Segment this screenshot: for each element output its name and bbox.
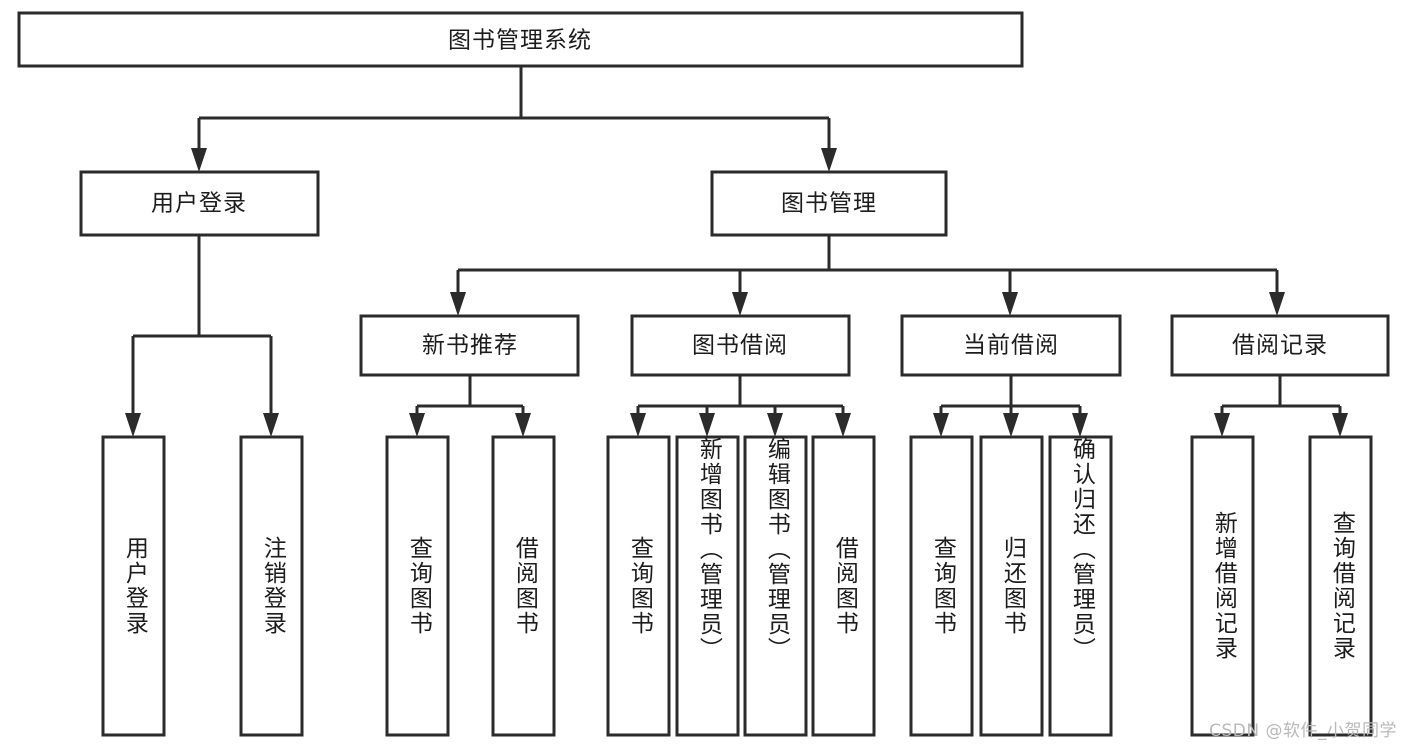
leaf-box-book-borrow-1[interactable] [675, 435, 740, 737]
node-book-manage[interactable]: 图书管理 [710, 170, 948, 237]
connector-current-borrow-to-leaves [933, 375, 1088, 437]
node-root-box[interactable] [17, 11, 1024, 68]
leaf-box-book-borrow-3[interactable] [811, 435, 876, 737]
leaf-box-current-borrow-0[interactable] [909, 435, 974, 737]
arrow-head-book-borrow-leaf-3 [835, 413, 851, 437]
arrow-head-book-borrow-leaf-1 [699, 413, 715, 437]
csdn-watermark: CSDN @软件_小贺同学 [1209, 721, 1397, 741]
leaf-box-current-borrow-1[interactable] [979, 435, 1044, 737]
node-user-login-label: 用户登录 [151, 191, 247, 217]
connector-new-book-to-leaves [409, 375, 531, 437]
arrow-head-borrow-record-leaf-1 [1332, 413, 1348, 437]
leaf-box-new-book-0[interactable] [385, 435, 450, 737]
leaf-box-new-book-1[interactable] [491, 435, 556, 737]
node-book-borrow[interactable]: 图书借阅 [630, 314, 851, 377]
connector-book-borrow-to-leaves [630, 375, 851, 437]
node-current-borrow-label: 当前借阅 [963, 333, 1059, 359]
node-new-book-recommend-label: 新书推荐 [422, 333, 518, 359]
arrow-head-borrow-record-leaf-0 [1214, 413, 1230, 437]
arrow-head-book-borrow-leaf-0 [630, 413, 646, 437]
node-current-borrow[interactable]: 当前借阅 [900, 314, 1122, 377]
arrow-head-new-book-leaf-1 [515, 413, 531, 437]
node-book-borrow-label: 图书借阅 [692, 333, 788, 359]
node-new-book-recommend-box[interactable] [359, 314, 580, 377]
arrow-head-new-book [450, 292, 466, 316]
node-book-manage-label: 图书管理 [781, 191, 877, 217]
node-book-borrow-box[interactable] [630, 314, 851, 377]
leaf-box-user-login-0[interactable] [101, 435, 166, 737]
arrow-head-current-borrow [1002, 292, 1018, 316]
connector-user-login-to-leaves [125, 235, 279, 437]
node-user-login-box[interactable] [79, 170, 320, 237]
leaf-box-borrow-record-0[interactable] [1190, 435, 1255, 737]
arrow-head-current-borrow-leaf-1 [1003, 413, 1019, 437]
arrow-head-book-borrow [732, 292, 748, 316]
arrow-head-new-book-leaf-0 [409, 413, 425, 437]
leaf-box-current-borrow-2[interactable] [1048, 435, 1113, 737]
node-current-borrow-box[interactable] [900, 314, 1122, 377]
leaf-box-book-borrow-2[interactable] [743, 435, 808, 737]
node-borrow-record-box[interactable] [1170, 314, 1390, 377]
node-book-manage-box[interactable] [710, 170, 948, 237]
arrow-head-current-borrow-leaf-2 [1072, 413, 1088, 437]
arrow-head-user-login-leaf-1 [263, 413, 279, 437]
leaf-box-borrow-record-1[interactable] [1308, 435, 1373, 737]
connector-root-to-level1 [191, 66, 837, 172]
node-borrow-record-label: 借阅记录 [1232, 333, 1328, 359]
node-new-book-recommend[interactable]: 新书推荐 [359, 314, 580, 377]
arrow-head-borrow-record [1269, 292, 1285, 316]
node-root[interactable]: 图书管理系统 [17, 11, 1024, 68]
node-user-login[interactable]: 用户登录 [79, 170, 320, 237]
arrow-head-current-borrow-leaf-0 [933, 413, 949, 437]
leaf-box-book-borrow-0[interactable] [606, 435, 671, 737]
node-borrow-record[interactable]: 借阅记录 [1170, 314, 1390, 377]
leaf-box-user-login-1[interactable] [239, 435, 304, 737]
arrow-head-book-borrow-leaf-2 [767, 413, 783, 437]
connector-borrow-record-to-leaves [1214, 375, 1348, 437]
arrow-head-book-manage [821, 148, 837, 172]
connector-book-manage-to-level2 [450, 235, 1285, 316]
arrow-head-user-login-leaf-0 [125, 413, 141, 437]
node-root-label: 图书管理系统 [448, 28, 592, 54]
arrow-head-user-login [191, 148, 207, 172]
